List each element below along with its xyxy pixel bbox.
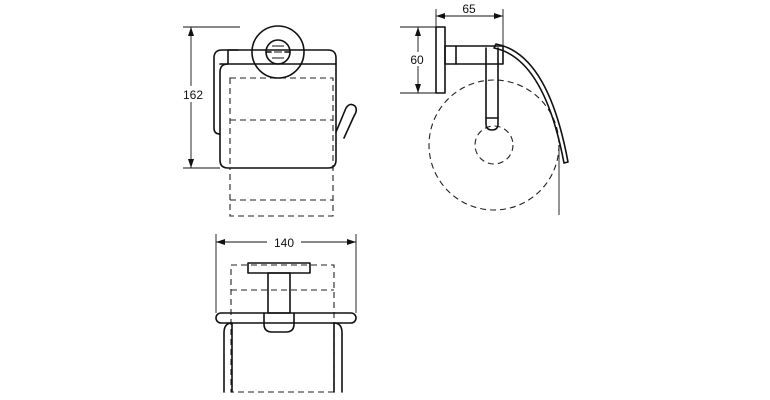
front-view bbox=[183, 25, 358, 217]
dimension-width-label: 140 bbox=[274, 236, 294, 250]
fixing-screw-icon bbox=[272, 45, 284, 59]
rosette-top bbox=[247, 262, 311, 274]
wall-rosette bbox=[251, 25, 305, 79]
cover-flap bbox=[219, 49, 337, 169]
roll-core bbox=[474, 125, 514, 165]
support-arm bbox=[444, 45, 504, 65]
dimension-mount-label: 60 bbox=[410, 53, 424, 67]
top-view bbox=[215, 234, 357, 393]
dimension-depth-label: 65 bbox=[462, 2, 476, 16]
crossbar bbox=[215, 312, 357, 324]
paper-roll-outline bbox=[229, 77, 334, 169]
side-view bbox=[400, 9, 569, 215]
cover-top bbox=[223, 322, 343, 393]
dimension-depth bbox=[435, 9, 504, 46]
wall-plate bbox=[435, 26, 446, 94]
bracket-arm bbox=[213, 49, 239, 135]
tear-tab bbox=[335, 103, 358, 139]
dimension-height-label: 162 bbox=[183, 88, 203, 102]
paper-roll-top bbox=[230, 264, 335, 393]
paper-roll-circle bbox=[428, 79, 560, 211]
cover-flap-side bbox=[493, 43, 569, 164]
arm-top bbox=[267, 272, 291, 314]
dimension-height bbox=[183, 26, 240, 169]
paper-roll-extension bbox=[229, 167, 334, 217]
spindle bbox=[485, 47, 499, 131]
